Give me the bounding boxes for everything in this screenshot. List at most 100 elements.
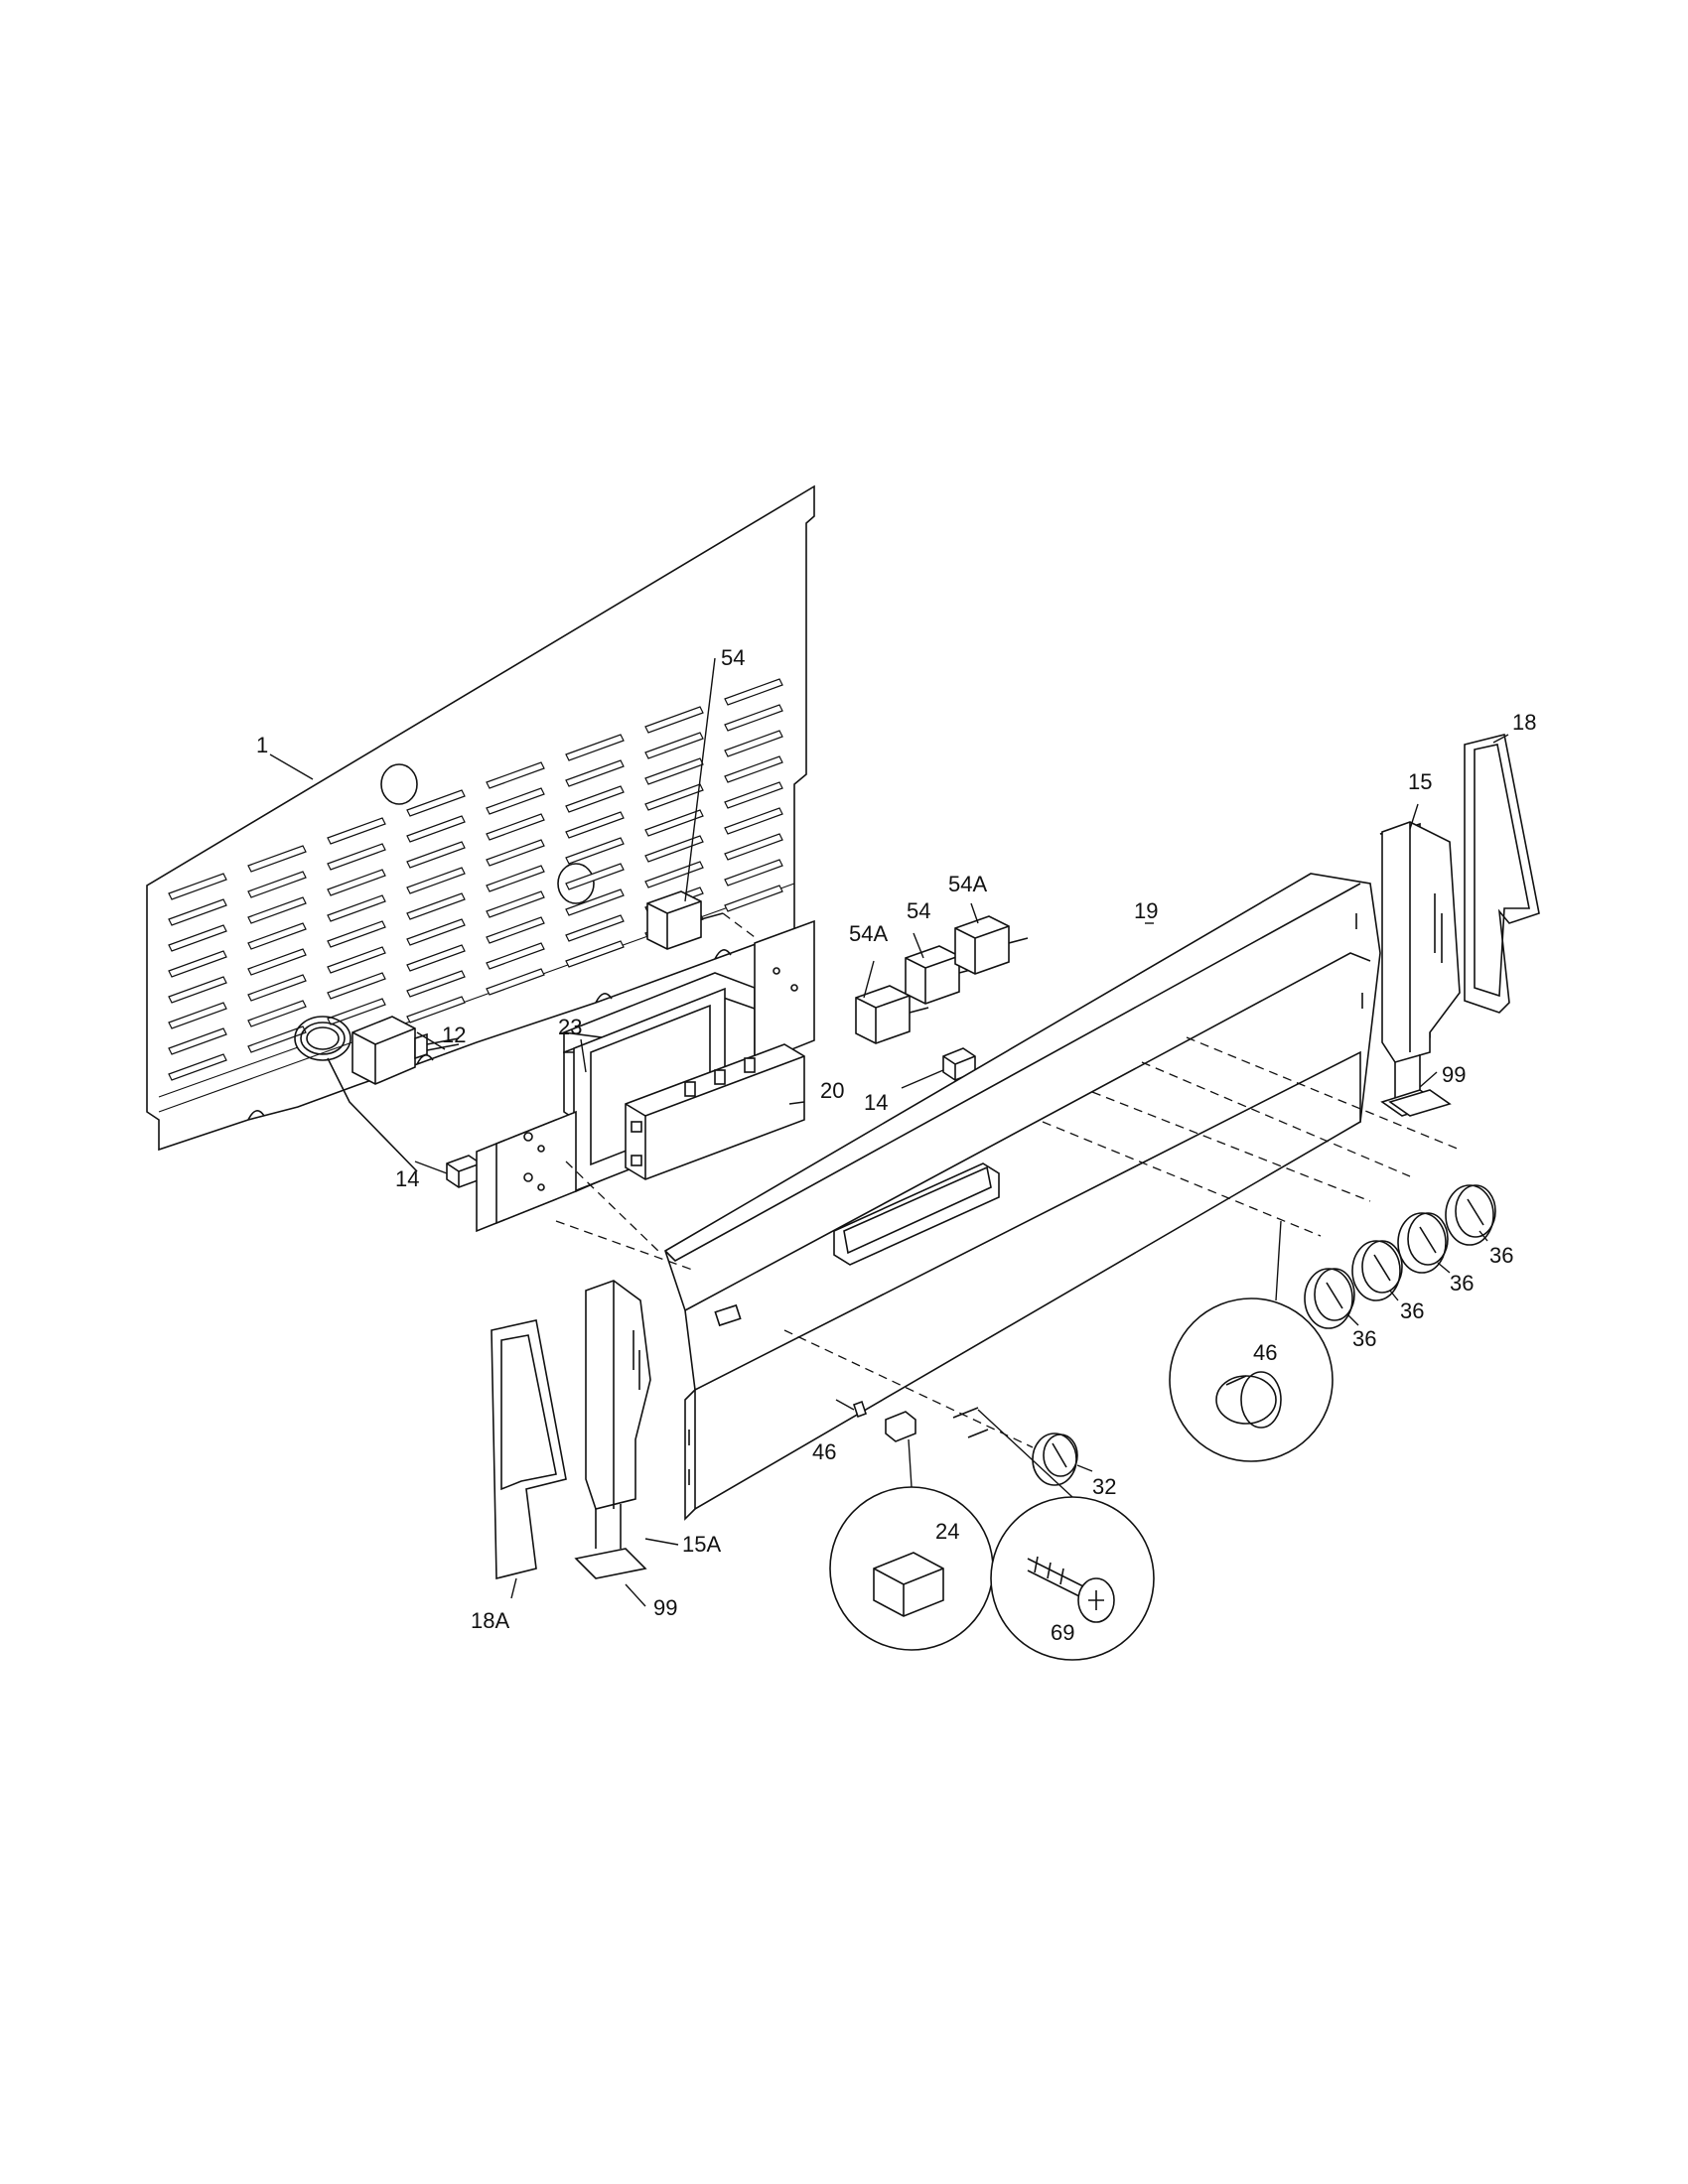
vent-slot [565, 940, 625, 968]
label-36-2: 36 [1400, 1298, 1424, 1323]
vent-slot [327, 946, 386, 974]
vent-slot [327, 869, 386, 896]
left-side-bracket-15A [574, 1280, 651, 1579]
vent-slot [565, 785, 625, 813]
knob-32 [783, 1329, 1078, 1486]
left-end-trim-18A [491, 1319, 567, 1580]
back-guard-panel [146, 484, 815, 1152]
label-20: 20 [820, 1078, 844, 1103]
vent-slot [406, 815, 466, 843]
vent-slot [327, 817, 386, 845]
label-18: 18 [1512, 710, 1536, 735]
label-32: 32 [1092, 1474, 1116, 1499]
vent-slot [406, 892, 466, 920]
vent-slot [486, 890, 545, 918]
vent-slot [486, 787, 545, 815]
label-15: 15 [1408, 769, 1432, 794]
label-12: 12 [442, 1023, 466, 1047]
vent-slot [168, 976, 227, 1004]
knob-36-4 [1445, 1184, 1496, 1246]
right-end-trim-18 [1464, 734, 1540, 1014]
knob-36-2 [1351, 1240, 1403, 1301]
vent-slot [724, 730, 783, 757]
label-54-left: 54 [721, 645, 745, 670]
vent-slot [486, 916, 545, 944]
vent-slot [724, 807, 783, 835]
vent-slot [406, 996, 466, 1024]
label-36-1: 36 [1352, 1326, 1376, 1351]
vent-slot [406, 918, 466, 946]
vent-slot [406, 944, 466, 972]
vent-slot [168, 1002, 227, 1029]
label-15A: 15A [682, 1532, 721, 1557]
label-24: 24 [935, 1519, 959, 1544]
vent-slot [565, 759, 625, 787]
label-19: 19 [1134, 898, 1158, 923]
part-labels: 1 12 14 54 54A 54 54A 23 20 14 19 15 18 … [256, 645, 1536, 1645]
vent-slot [486, 839, 545, 867]
vent-slot [168, 873, 227, 900]
vent-slot [644, 835, 704, 863]
vent-slot [724, 678, 783, 706]
label-18A: 18A [471, 1608, 509, 1633]
vent-slot [565, 811, 625, 839]
vent-slot [644, 783, 704, 811]
vent-slot [565, 863, 625, 890]
rocker-switch-24-small [885, 1411, 916, 1442]
vent-slot [247, 974, 307, 1002]
vent-slot [168, 1053, 227, 1081]
vent-slot [406, 867, 466, 894]
vent-slot [565, 734, 625, 761]
vent-slot [327, 972, 386, 1000]
infinite-switch-54-left [646, 890, 756, 950]
label-99-right: 99 [1442, 1062, 1466, 1087]
label-46-detail: 46 [1253, 1340, 1277, 1365]
control-board [625, 1043, 805, 1180]
label-69: 69 [1051, 1620, 1074, 1645]
vent-slot [247, 1000, 307, 1027]
label-36-4: 36 [1489, 1243, 1513, 1268]
vent-slot [724, 704, 783, 732]
vent-slot [724, 755, 783, 783]
label-54A-left: 54A [849, 921, 888, 946]
vent-slot [644, 809, 704, 837]
vent-slot [168, 1027, 227, 1055]
vent-slot [247, 948, 307, 976]
vent-slot [406, 970, 466, 998]
detail-circle-46 [1169, 1220, 1334, 1462]
clock-button-46-small [852, 1400, 868, 1419]
infinite-switch-54A-left [855, 985, 929, 1044]
vent-slot [565, 837, 625, 865]
knob-36-3 [1397, 1212, 1449, 1274]
screw-69-small [952, 1407, 989, 1438]
label-14-right: 14 [864, 1090, 888, 1115]
thermostat-part [294, 1016, 460, 1172]
vent-slot [327, 920, 386, 948]
knob-36-1 [1304, 1268, 1355, 1329]
vent-slot [168, 898, 227, 926]
vent-slot [327, 843, 386, 871]
vent-slot [168, 924, 227, 952]
vent-slot [406, 841, 466, 869]
vent-slot [247, 1025, 307, 1053]
leader-lines [269, 657, 1509, 1607]
detail-circle-69 [977, 1409, 1155, 1661]
vent-slot [644, 757, 704, 785]
label-46-small: 46 [812, 1439, 836, 1464]
label-23: 23 [558, 1015, 582, 1039]
vent-slot [644, 706, 704, 734]
vent-slot [247, 896, 307, 924]
vent-slot [327, 894, 386, 922]
vent-slot [486, 813, 545, 841]
vent-slot [565, 914, 625, 942]
label-14-left: 14 [395, 1166, 419, 1191]
vent-slot [168, 950, 227, 978]
vent-slot [724, 833, 783, 861]
vent-slot [486, 761, 545, 789]
vent-slot [247, 845, 307, 873]
detail-circle-24 [829, 1438, 994, 1651]
label-54-right: 54 [907, 898, 930, 923]
vent-slot [724, 885, 783, 912]
vent-slot [724, 781, 783, 809]
